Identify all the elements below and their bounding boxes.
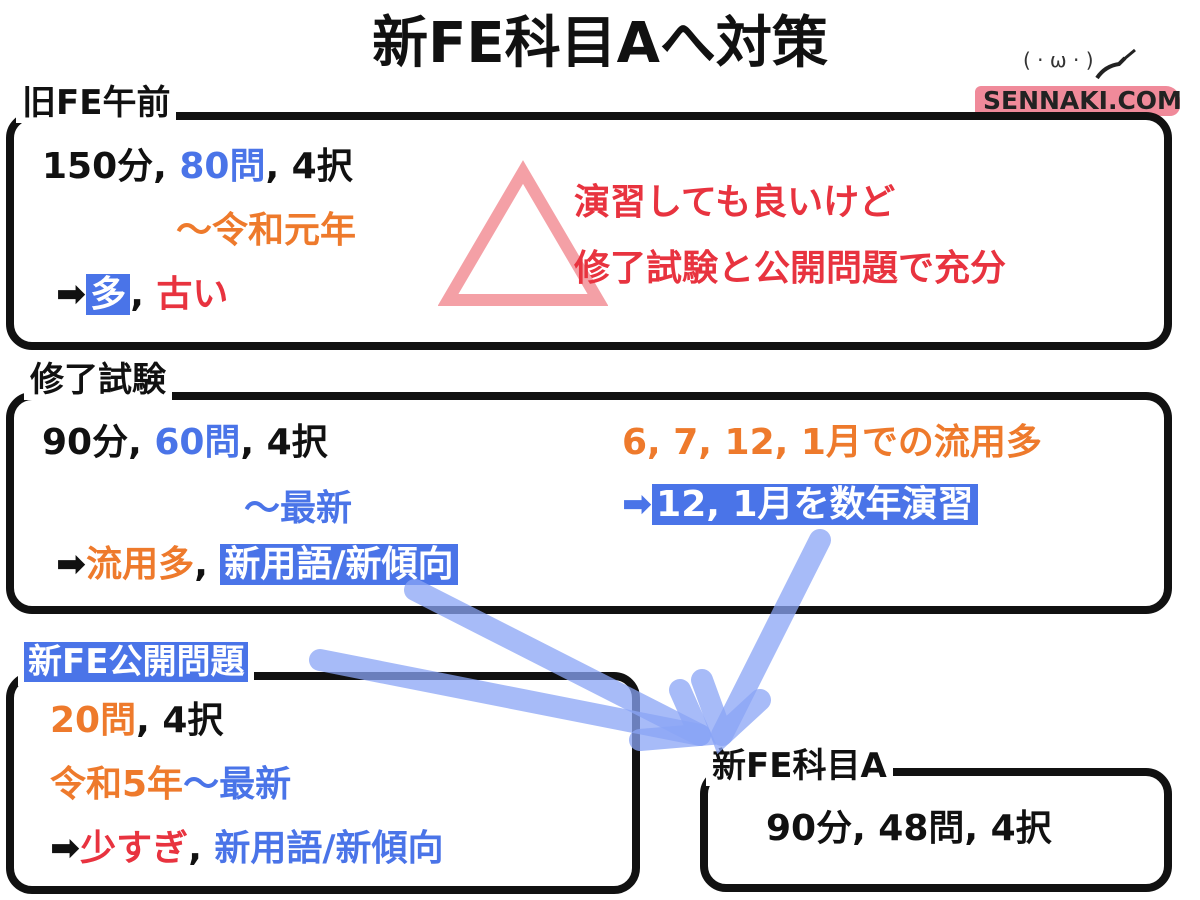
completion-exam-new: 新用語/新傾向 bbox=[220, 544, 458, 585]
completion-exam-spec: 90分, 60問, 4択 bbox=[42, 422, 328, 464]
public-questions-count: 20問 bbox=[50, 700, 137, 741]
page-title: 新FE科目Aへ対策 bbox=[372, 11, 828, 76]
old-fe-box bbox=[6, 112, 1172, 350]
public-questions-period-end: 〜最新 bbox=[183, 764, 292, 805]
arrow-right-icon: ➡ bbox=[56, 544, 87, 585]
arrow-right-icon: ➡ bbox=[622, 484, 653, 525]
completion-exam-label: 修了試験 bbox=[24, 360, 172, 400]
old-fe-period: 〜令和元年 bbox=[176, 210, 357, 251]
old-fe-spec: 150分, 80問, 4択 bbox=[42, 146, 353, 188]
public-questions-period-start: 令和5年 bbox=[50, 764, 184, 805]
public-questions-label: 新FE公開問題 bbox=[18, 638, 255, 686]
completion-exam-reuse: 流用多 bbox=[86, 544, 195, 585]
public-questions-note-sep: , bbox=[188, 828, 215, 869]
old-fe-choices: , 4択 bbox=[265, 146, 353, 187]
new-fe-a-box bbox=[700, 768, 1172, 892]
new-fe-a-spec: 90分, 48問, 4択 bbox=[766, 808, 1052, 849]
completion-exam-choices: , 4択 bbox=[240, 422, 328, 463]
old-fe-many: 多 bbox=[86, 274, 131, 315]
completion-exam-reuse-note: 6, 7, 12, 1月での流用多 bbox=[622, 422, 1042, 463]
old-fe-label: 旧FE午前 bbox=[16, 83, 177, 123]
completion-exam-period: 〜最新 bbox=[244, 488, 353, 529]
arrow-right-icon: ➡ bbox=[50, 828, 81, 869]
completion-exam-questions: 60問 bbox=[154, 422, 241, 463]
old-fe-note-sep: , bbox=[130, 274, 157, 315]
old-fe-time: 150分, bbox=[42, 146, 180, 187]
completion-exam-practice: ➡12, 1月を数年演習 bbox=[622, 484, 978, 526]
old-fe-advice-line1: 演習しても良いけど bbox=[574, 182, 896, 223]
triangle-icon bbox=[438, 160, 608, 306]
public-questions-note: ➡少すぎ, 新用語/新傾向 bbox=[50, 828, 444, 870]
public-questions-new: 新用語/新傾向 bbox=[214, 828, 444, 869]
old-fe-questions: 80問 bbox=[179, 146, 266, 187]
public-questions-label-text: 新FE公開問題 bbox=[24, 642, 249, 682]
watermark-brush-stroke bbox=[975, 86, 1180, 116]
arrowhead-new-fe bbox=[629, 679, 717, 751]
old-fe-old: 古い bbox=[156, 274, 229, 315]
completion-exam-practice-text: 12, 1月を数年演習 bbox=[652, 484, 978, 525]
public-questions-choices: , 4択 bbox=[136, 700, 224, 741]
public-questions-spec: 20問, 4択 bbox=[50, 700, 223, 742]
old-fe-note: ➡多, 古い bbox=[56, 274, 228, 316]
completion-exam-note-sep: , bbox=[194, 544, 221, 585]
watermark: ( · ω · ) SENNAKI.COM bbox=[975, 48, 1182, 124]
arrow-right-icon: ➡ bbox=[56, 274, 87, 315]
completion-exam-time: 90分, bbox=[42, 422, 155, 463]
completion-exam-note: ➡流用多, 新用語/新傾向 bbox=[56, 544, 458, 586]
public-questions-period: 令和5年〜最新 bbox=[50, 764, 291, 806]
old-fe-advice-line2: 修了試験と公開問題で充分 bbox=[574, 248, 1007, 289]
watermark-site: SENNAKI.COM bbox=[983, 86, 1182, 115]
arrowhead-new-fe-2 bbox=[691, 669, 771, 755]
new-fe-a-label: 新FE科目A bbox=[706, 746, 893, 786]
public-questions-few: 少すぎ bbox=[80, 828, 189, 869]
brush-icon bbox=[1095, 48, 1136, 80]
watermark-face: ( · ω · ) bbox=[1023, 48, 1094, 72]
